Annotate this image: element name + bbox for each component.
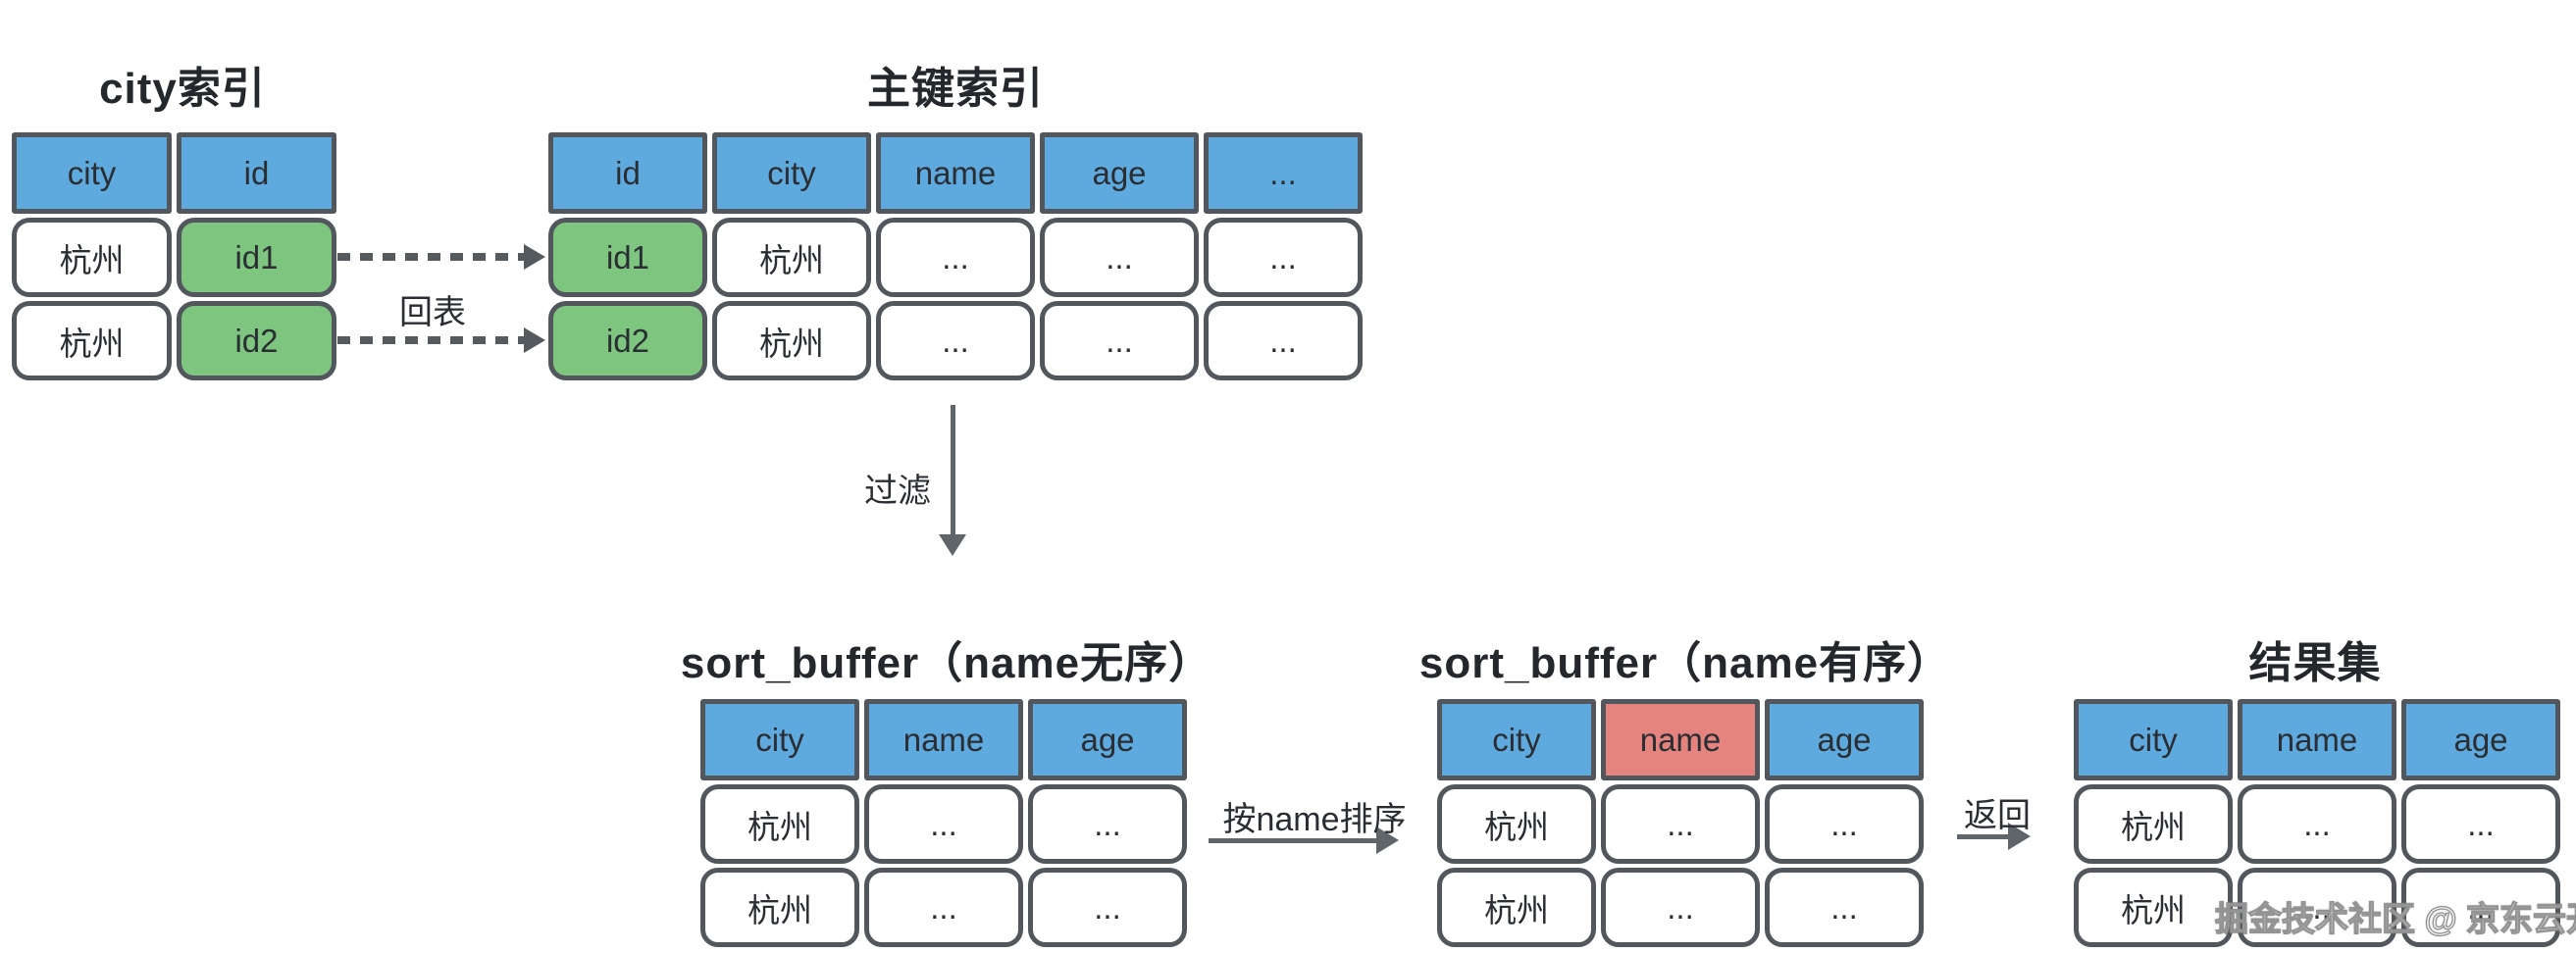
- sort-by-name-label: 按name排序: [1222, 801, 1407, 838]
- sb-unsorted-cell-r2-name: ...: [864, 868, 1023, 947]
- result-set-title: 结果集: [2248, 639, 2382, 687]
- primary-index-header-id: id: [548, 132, 707, 214]
- sb-sorted-cell-r1-city: 杭州: [1437, 784, 1596, 864]
- primary-index-cell-r1-id: id1: [548, 218, 707, 297]
- back-to-table-arrowhead-row2: [524, 327, 545, 353]
- sb-sorted-cell-r2-age: ...: [1765, 868, 1924, 947]
- sb-unsorted-cell-r1-city: 杭州: [700, 784, 859, 864]
- result-header-age: age: [2401, 699, 2560, 780]
- result-cell-r2-name: ...: [2238, 868, 2396, 947]
- city-index-cell-r2-city: 杭州: [12, 301, 172, 380]
- primary-index-cell-r1-name: ...: [876, 218, 1035, 297]
- primary-index-header-city: city: [712, 132, 871, 214]
- primary-index-cell-r1-city: 杭州: [712, 218, 871, 297]
- result-cell-r1-age: ...: [2401, 784, 2560, 864]
- back-to-table-label: 回表: [399, 294, 466, 331]
- back-to-table-arrow-row1: [337, 253, 526, 261]
- sort-buffer-unsorted-table: city name age 杭州 ... ... 杭州 ... ...: [700, 699, 1187, 947]
- sort-buffer-sorted-table: city name age 杭州 ... ... 杭州 ... ...: [1437, 699, 1924, 947]
- back-to-table-arrow-row2: [337, 336, 526, 344]
- primary-index-cell-r2-more: ...: [1204, 301, 1363, 380]
- sort-by-name-arrowhead: [1376, 827, 1399, 854]
- sb-unsorted-header-city: city: [700, 699, 859, 780]
- sb-sorted-cell-r1-name: ...: [1601, 784, 1760, 864]
- back-to-table-arrowhead-row1: [524, 244, 545, 270]
- result-set-table: city name age 杭州 ... ... 杭州 ... ...: [2074, 699, 2560, 947]
- result-cell-r2-city: 杭州: [2074, 868, 2233, 947]
- city-index-cell-r1-id: id1: [177, 218, 336, 297]
- sort-by-name-arrow: [1209, 838, 1376, 843]
- watermark: 掘金技术社区 @ 京东云开发者: [2214, 900, 2576, 938]
- primary-index-cell-r2-name: ...: [876, 301, 1035, 380]
- sb-sorted-header-name: name: [1601, 699, 1760, 780]
- sb-sorted-cell-r2-city: 杭州: [1437, 868, 1596, 947]
- sb-sorted-header-city: city: [1437, 699, 1596, 780]
- primary-index-cell-r2-age: ...: [1040, 301, 1199, 380]
- filter-arrowhead: [939, 534, 966, 556]
- return-arrow: [1957, 834, 2008, 839]
- sb-sorted-cell-r2-name: ...: [1601, 868, 1760, 947]
- sort-buffer-sorted-title: sort_buffer（name有序）: [1418, 639, 1952, 687]
- city-index-cell-r2-id: id2: [177, 301, 336, 380]
- sb-unsorted-cell-r2-age: ...: [1028, 868, 1187, 947]
- sb-sorted-header-age: age: [1765, 699, 1924, 780]
- primary-index-header-age: age: [1040, 132, 1199, 214]
- sb-unsorted-cell-r2-city: 杭州: [700, 868, 859, 947]
- filter-arrow: [951, 405, 955, 534]
- primary-index-table: id city name age ... id1 杭州 ... ... ... …: [548, 132, 1363, 380]
- primary-index-cell-r2-city: 杭州: [712, 301, 871, 380]
- sb-sorted-cell-r1-age: ...: [1765, 784, 1924, 864]
- primary-index-cell-r1-more: ...: [1204, 218, 1363, 297]
- primary-index-cell-r2-id: id2: [548, 301, 707, 380]
- city-index-table: city id 杭州 id1 杭州 id2: [12, 132, 336, 380]
- result-cell-r2-age: ...: [2401, 868, 2560, 947]
- city-index-header-city: city: [12, 132, 172, 214]
- primary-index-header-name: name: [876, 132, 1035, 214]
- result-cell-r1-name: ...: [2238, 784, 2396, 864]
- city-index-header-id: id: [177, 132, 336, 214]
- primary-index-cell-r1-age: ...: [1040, 218, 1199, 297]
- sort-buffer-unsorted-title: sort_buffer（name无序）: [680, 639, 1213, 687]
- result-cell-r1-city: 杭州: [2074, 784, 2233, 864]
- return-label: 返回: [1964, 797, 2031, 834]
- result-header-city: city: [2074, 699, 2233, 780]
- city-index-title: city索引: [99, 65, 266, 113]
- sb-unsorted-cell-r1-name: ...: [864, 784, 1023, 864]
- sb-unsorted-header-age: age: [1028, 699, 1187, 780]
- filter-label: 过滤: [864, 473, 931, 510]
- primary-index-title: 主键索引: [867, 65, 1044, 113]
- primary-index-header-more: ...: [1204, 132, 1363, 214]
- return-arrowhead: [2008, 823, 2031, 850]
- sb-unsorted-cell-r1-age: ...: [1028, 784, 1187, 864]
- city-index-cell-r1-city: 杭州: [12, 218, 172, 297]
- sb-unsorted-header-name: name: [864, 699, 1023, 780]
- result-header-name: name: [2238, 699, 2396, 780]
